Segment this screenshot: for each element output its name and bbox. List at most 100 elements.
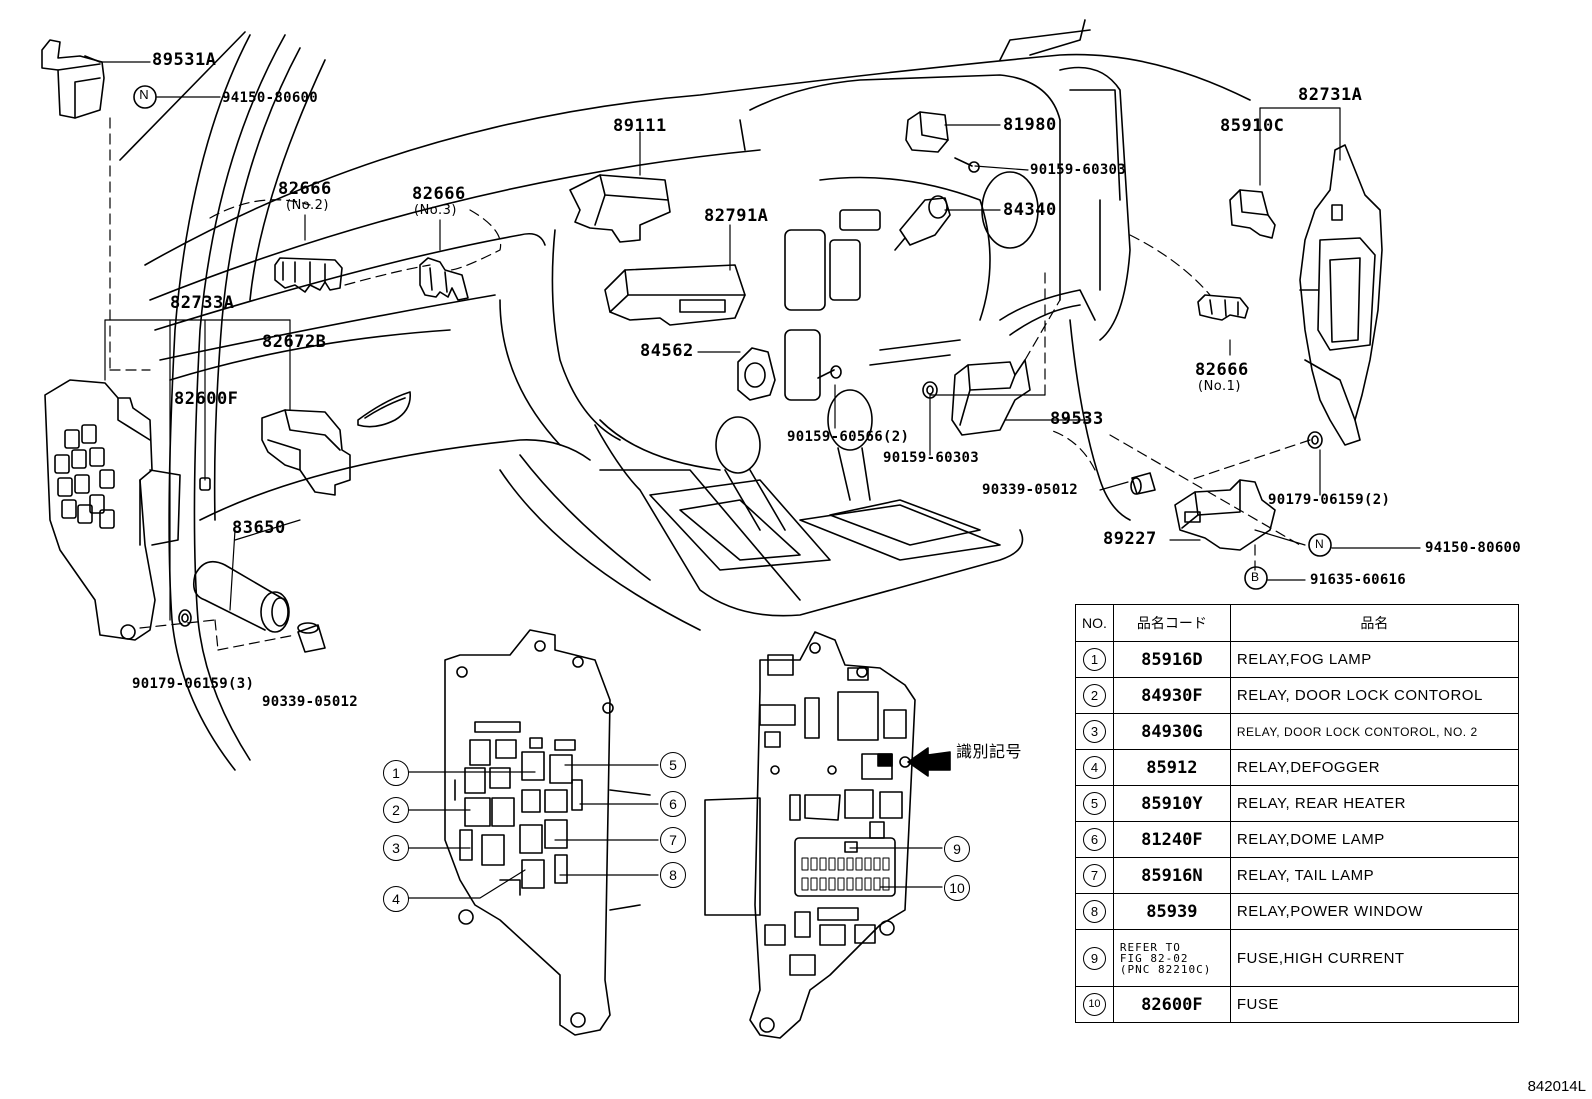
marker-n-top: N	[139, 87, 149, 102]
label-90159-60303-mid: 90159-60303	[883, 450, 980, 466]
label-89227: 89227	[1103, 529, 1157, 549]
row-number: 9	[1082, 946, 1106, 970]
relay-callout-8: 8	[660, 862, 686, 888]
document-id: 842014L	[1527, 1078, 1586, 1095]
row-number: 8	[1082, 900, 1106, 923]
clip-82666-no2	[274, 257, 343, 293]
row-name: RELAY, REAR HEATER	[1229, 785, 1519, 822]
leader-lines	[99, 61, 1421, 651]
label-91635-60616: 91635-60616	[1310, 572, 1407, 588]
label-84562: 84562	[640, 341, 694, 361]
table-row: 7 85916N RELAY, TAIL LAMP	[1075, 857, 1519, 894]
label-82666-no3: 82666	[412, 184, 466, 204]
parts-table: NO. 品名コード 品名 1 85916D RELAY,FOG LAMP 2 8…	[1075, 604, 1519, 1023]
row-code-ref-line: FIG 82-02	[1119, 951, 1189, 965]
label-82731a: 82731A	[1298, 85, 1363, 105]
label-82733a: 82733A	[170, 293, 235, 313]
relay-block-front	[444, 629, 651, 1036]
label-85910c: 85910C	[1220, 116, 1285, 136]
label-82666-no2: 82666	[278, 179, 332, 199]
label-89531a: 89531A	[152, 50, 217, 70]
row-name: RELAY,DOME LAMP	[1229, 821, 1519, 858]
body-ecu-82731a	[1299, 144, 1383, 446]
header-no: NO.	[1075, 604, 1114, 642]
row-name: RELAY,POWER WINDOW	[1229, 893, 1519, 930]
header-code: 品名コード	[1112, 604, 1231, 642]
lighter-83650	[192, 560, 290, 633]
id-mark-label: 識別記号	[956, 742, 1023, 761]
table-row: 3 84930G RELAY, DOOR LOCK CONTOROL, NO. …	[1075, 713, 1519, 750]
plug-90339-right	[1130, 472, 1156, 495]
bracket-82672b	[261, 409, 351, 496]
relay-callout-2: 2	[383, 797, 409, 823]
relay-unit-89533	[951, 359, 1031, 436]
label-83650: 83650	[232, 518, 286, 538]
label-89111: 89111	[613, 116, 667, 136]
label-89533: 89533	[1050, 409, 1104, 429]
row-code: 85916D	[1112, 641, 1231, 678]
label-82666-no1-sub: (No.1)	[1198, 379, 1241, 394]
row-code: 85912	[1112, 749, 1231, 786]
row-name: RELAY, DOOR LOCK CONTOROL	[1229, 677, 1519, 714]
header-name: 品名	[1229, 604, 1519, 642]
table-row: 1 85916D RELAY,FOG LAMP	[1075, 641, 1519, 678]
label-94150-80600-right: 94150-80600	[1425, 540, 1522, 556]
row-number: 5	[1082, 792, 1106, 815]
nut-90179-left	[178, 609, 192, 627]
unit-89111	[569, 174, 671, 243]
row-code: 85916N	[1112, 857, 1231, 894]
fuse-leaders	[849, 847, 943, 888]
row-number: 4	[1082, 756, 1106, 779]
row-number: 2	[1082, 684, 1106, 707]
row-name: RELAY, TAIL LAMP	[1229, 857, 1519, 894]
relay-callout-5: 5	[660, 752, 686, 778]
table-row: 9 REFER TO FIG 82-02 (PNC 82210C) FUSE,H…	[1075, 929, 1519, 987]
label-82666-no3-sub: (No.3)	[414, 203, 457, 218]
relay-leaders	[407, 764, 659, 899]
nut-marker-n-right	[1308, 533, 1332, 557]
row-name: RELAY,FOG LAMP	[1229, 641, 1519, 678]
switch-84562	[737, 347, 776, 401]
table-row: 8 85939 RELAY,POWER WINDOW	[1075, 893, 1519, 930]
relay-block-rear	[704, 631, 916, 1039]
relay-callout-6: 6	[660, 791, 686, 817]
row-name: FUSE,HIGH CURRENT	[1229, 929, 1519, 987]
fuse-82600f-part	[199, 477, 211, 491]
bolt-marker-b	[1244, 566, 1268, 590]
label-82791a: 82791A	[704, 206, 769, 226]
label-82600f: 82600F	[174, 389, 239, 409]
relay-callout-1: 1	[383, 760, 409, 786]
row-code: 82600F	[1112, 986, 1231, 1023]
label-90179-06159-2: 90179-06159(2)	[1268, 492, 1391, 508]
table-row: 10 82600F FUSE	[1075, 986, 1519, 1023]
table-row: 2 84930F RELAY, DOOR LOCK CONTOROL	[1075, 677, 1519, 714]
row-number: 7	[1082, 864, 1106, 887]
plug-90339-left	[297, 622, 326, 653]
row-code: 84930G	[1112, 713, 1231, 750]
label-84340: 84340	[1003, 200, 1057, 220]
row-code: 81240F	[1112, 821, 1231, 858]
sensor-89531a	[41, 39, 105, 119]
row-name: RELAY, DOOR LOCK CONTOROL, NO. 2	[1229, 713, 1519, 750]
relay-callout-3: 3	[383, 835, 409, 861]
row-name: RELAY,DEFOGGER	[1229, 749, 1519, 786]
bolt-90159-60566	[817, 365, 842, 379]
bolt-90159-60303-top	[954, 157, 980, 173]
junction-block-left	[44, 379, 181, 641]
label-82672b: 82672B	[262, 332, 327, 352]
marker-n-right: N	[1315, 537, 1325, 551]
label-82666-no1: 82666	[1195, 360, 1249, 380]
row-number: 3	[1082, 720, 1106, 743]
table-row: 6 81240F RELAY,DOME LAMP	[1075, 821, 1519, 858]
dashboard-outline	[144, 19, 1251, 631]
relay-callout-7: 7	[660, 827, 686, 853]
nut-90179-right	[1307, 431, 1323, 449]
label-90339-05012-left: 90339-05012	[262, 694, 359, 710]
label-81980: 81980	[1003, 115, 1057, 135]
row-code: 85910Y	[1112, 785, 1231, 822]
id-mark-arrow	[907, 747, 951, 777]
label-82666-no2-sub: (No.2)	[286, 198, 329, 213]
clip-82666-no1	[1197, 294, 1249, 321]
label-90339-05012-right: 90339-05012	[982, 482, 1079, 498]
